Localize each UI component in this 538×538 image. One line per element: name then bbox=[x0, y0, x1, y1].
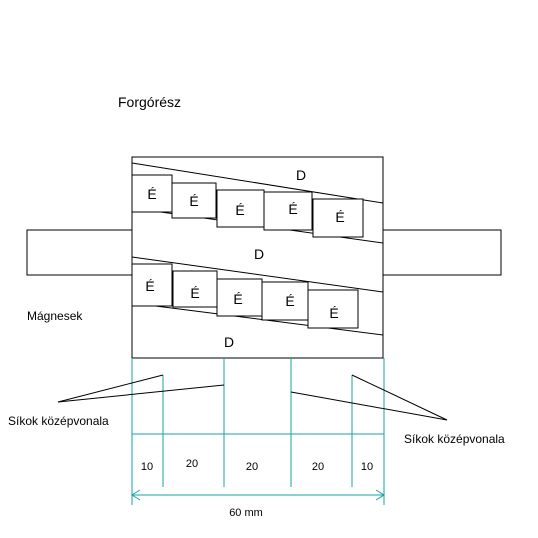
magnet-label: É bbox=[190, 285, 199, 301]
segment-label: 10 bbox=[141, 461, 153, 473]
region-d-bottom: D bbox=[224, 334, 234, 350]
segment-label: 20 bbox=[246, 461, 258, 473]
magnet-label: É bbox=[288, 201, 297, 217]
magnet-block bbox=[263, 191, 313, 231]
magnet-block bbox=[172, 270, 218, 308]
rotor-label: Forgórész bbox=[118, 94, 181, 110]
magnet-block bbox=[261, 281, 309, 321]
magnet-row-lower: É É É É É bbox=[131, 263, 359, 329]
left-shaft bbox=[26, 229, 133, 276]
magnet-label: É bbox=[285, 293, 294, 309]
magnet-label: É bbox=[147, 186, 156, 202]
magnet-label: É bbox=[235, 202, 244, 218]
planes-label-right: Síkok középvonala bbox=[404, 432, 505, 446]
magnet-block bbox=[171, 182, 217, 219]
magnet-label: É bbox=[335, 209, 344, 225]
magnet-block bbox=[216, 189, 265, 228]
magnet-block bbox=[131, 263, 173, 307]
magnets-label: Mágnesek bbox=[27, 309, 83, 323]
magnet-block bbox=[216, 278, 263, 317]
magnet-label: É bbox=[233, 291, 242, 307]
planes-label-left: Síkok középvonala bbox=[8, 414, 109, 428]
dimension-lines bbox=[131, 358, 385, 505]
region-d-top: D bbox=[296, 167, 306, 183]
magnet-block bbox=[307, 289, 359, 329]
region-d-middle: D bbox=[254, 246, 264, 262]
plane-pointers bbox=[57, 374, 448, 421]
magnet-label: É bbox=[145, 278, 154, 294]
segment-label: 20 bbox=[312, 461, 324, 473]
band-line-4 bbox=[131, 302, 384, 336]
segment-label: 20 bbox=[186, 458, 198, 470]
segment-label: 10 bbox=[361, 461, 373, 473]
magnet-block bbox=[312, 198, 364, 238]
right-shaft bbox=[382, 229, 502, 276]
band-line-1 bbox=[131, 162, 384, 204]
band-line-3 bbox=[131, 256, 384, 293]
magnet-row-upper: É É É É É bbox=[131, 174, 364, 238]
magnet-label: É bbox=[329, 305, 338, 321]
total-dimension-label: 60 mm bbox=[229, 507, 263, 519]
magnet-block bbox=[131, 174, 173, 213]
magnet-label: É bbox=[189, 193, 198, 209]
